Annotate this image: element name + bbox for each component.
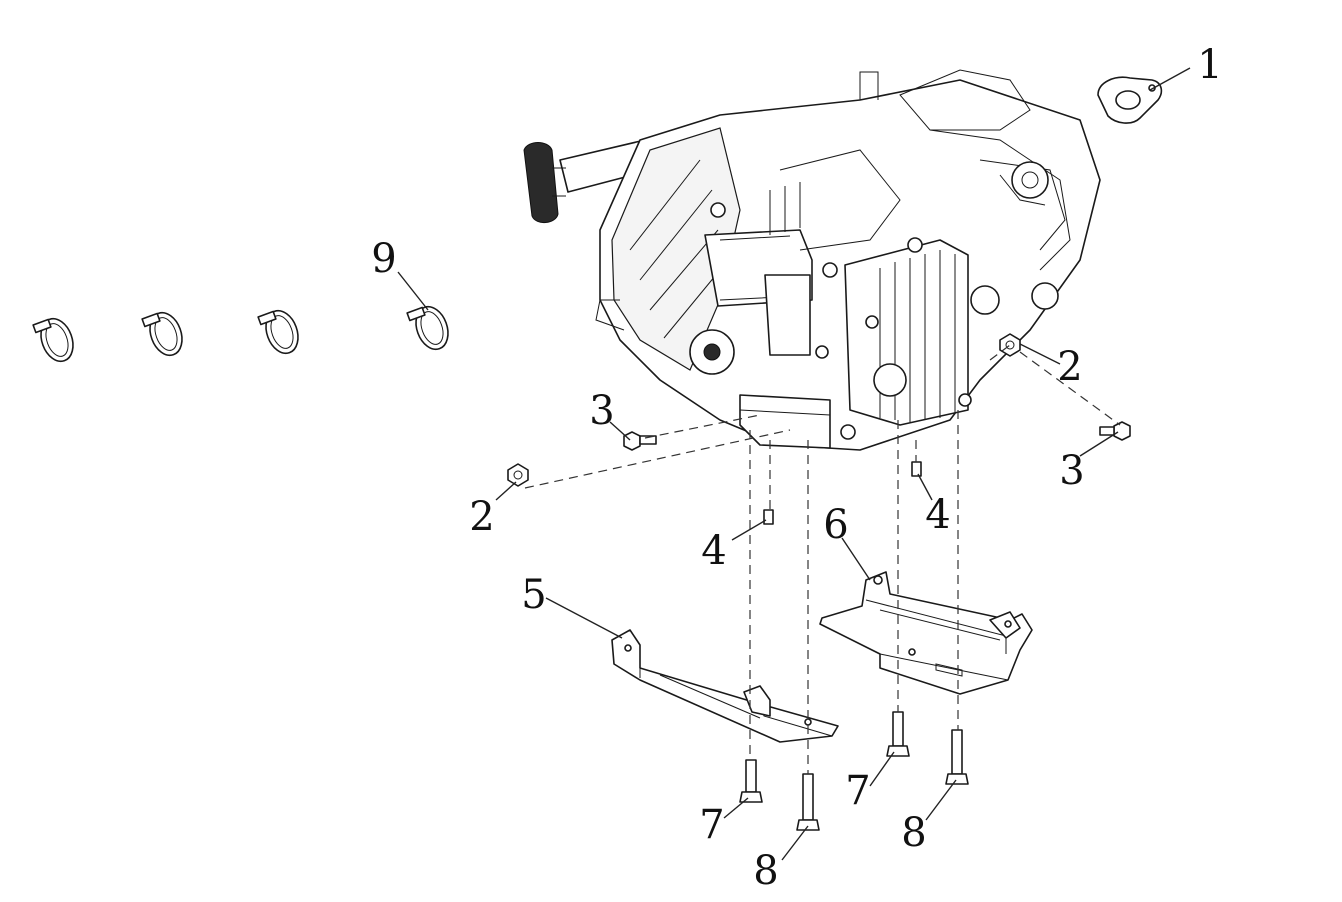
flange-nut-right (999, 333, 1021, 357)
hose-clamp-1 (32, 317, 74, 363)
callout-9: 9 (371, 236, 396, 282)
mounting-bracket-6 (819, 571, 1033, 695)
callout-2-right: 2 (1057, 344, 1082, 390)
callout-3-right: 3 (1059, 448, 1084, 494)
bolt-8-left (796, 773, 820, 831)
bolt-right (1099, 421, 1131, 441)
dowel-pin-left (763, 509, 774, 525)
hose-clamp-2 (141, 311, 183, 357)
hose-clamp-3 (257, 309, 299, 355)
callout-5: 5 (521, 572, 546, 618)
dowel-pin-right (911, 461, 922, 477)
assembly-guide-lines (524, 344, 1121, 774)
callout-7-right: 7 (845, 768, 870, 814)
callout-3-left: 3 (589, 388, 614, 434)
callout-1: 1 (1197, 42, 1222, 88)
engine-assembly (523, 69, 1101, 451)
bolt-7-left (739, 759, 763, 803)
recoil-starter-handle (523, 139, 653, 223)
mounting-bracket-5 (611, 629, 839, 743)
ignition-coil (764, 274, 811, 356)
hose-clamp-4 (406, 305, 449, 351)
callout-2-left: 2 (469, 494, 494, 540)
callout-7-left: 7 (699, 802, 724, 848)
cylinder-fins (844, 239, 969, 426)
exhaust-gasket (1097, 76, 1163, 124)
callout-8-right: 8 (901, 810, 926, 856)
bolt-7-right (886, 711, 910, 757)
flange-nut-left (507, 463, 529, 487)
callout-labels: 1 2 2 3 3 4 4 5 6 7 7 8 8 9 (371, 42, 1222, 894)
callout-leaders (397, 67, 1191, 861)
callout-4-left: 4 (701, 528, 726, 574)
callout-4-right: 4 (925, 492, 950, 538)
oil-sump (739, 394, 831, 449)
callout-6: 6 (823, 502, 848, 548)
callout-8-left: 8 (753, 848, 778, 894)
bolt-8-right (945, 729, 969, 785)
bolt-left (623, 431, 657, 451)
hose-clamps (32, 305, 449, 363)
